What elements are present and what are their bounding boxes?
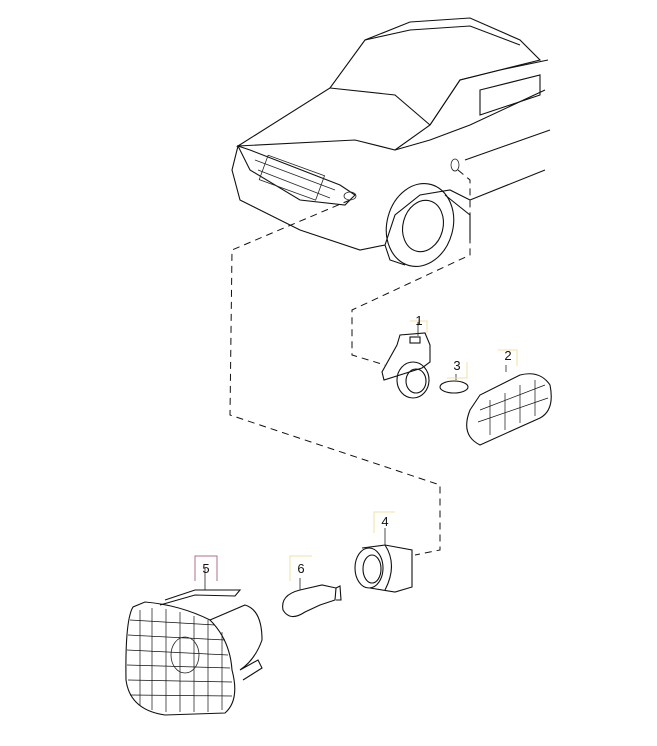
leader-line-front bbox=[229, 199, 441, 556]
callout-2[interactable]: 2 bbox=[504, 348, 512, 363]
callout-4[interactable]: 4 bbox=[381, 514, 389, 529]
callout-1[interactable]: 1 bbox=[415, 313, 423, 328]
car-illustration bbox=[231, 17, 551, 268]
part-2-side-marker bbox=[466, 365, 552, 446]
callout-5[interactable]: 5 bbox=[202, 561, 210, 576]
part-6-bulb bbox=[282, 578, 342, 618]
part-3-wedge-bulb bbox=[439, 374, 469, 394]
leader-line-side bbox=[351, 169, 471, 366]
part-1-bulb-holder bbox=[381, 322, 431, 399]
part-5-turn-signal-lamp bbox=[125, 568, 263, 716]
callout-3[interactable]: 3 bbox=[453, 358, 461, 373]
callout-6[interactable]: 6 bbox=[297, 561, 305, 576]
part-4-socket bbox=[354, 528, 413, 593]
